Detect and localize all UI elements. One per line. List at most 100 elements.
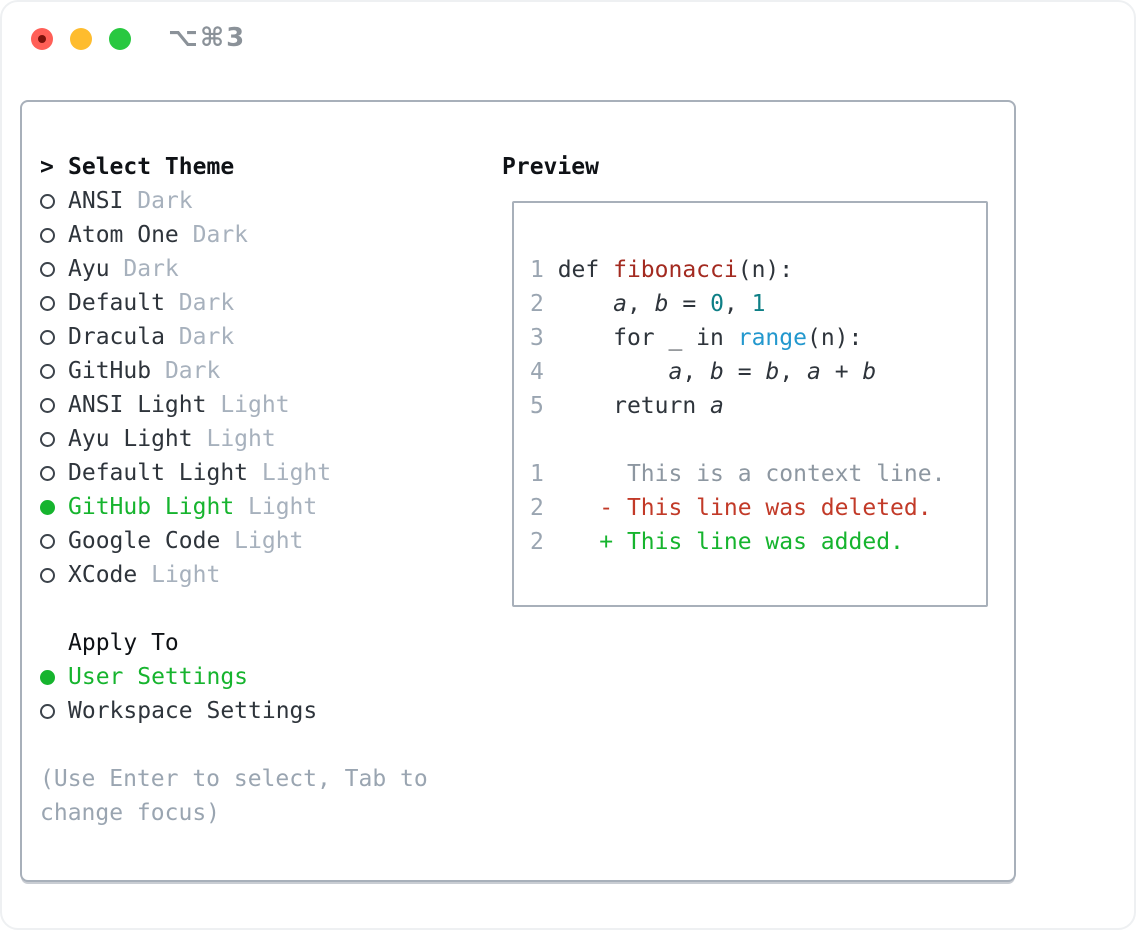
radio-icon [40,227,55,243]
theme-option-google-code[interactable]: Google Code Light [40,524,500,558]
blank-line [530,423,986,457]
theme-option-ansi-light[interactable]: ANSI Light Light [40,388,500,422]
theme-variant-tag: Dark [137,188,193,214]
theme-variant-tag: Light [206,426,276,452]
option-label: Default [68,290,179,316]
apply-to-header: Apply To [40,626,500,660]
theme-option-ansi[interactable]: ANSI Dark [40,184,500,218]
radio-icon [40,193,55,209]
minimize-button[interactable] [70,28,92,50]
option-label: Ayu Light [68,426,207,452]
token-ctx: This is a context line. [626,461,946,487]
close-button[interactable] [31,28,53,50]
theme-option-atom-one[interactable]: Atom One Dark [40,218,500,252]
radio-icon [40,363,55,379]
theme-variant-tag: Dark [123,256,179,282]
token-tx: , [779,359,808,385]
token-tx: = [723,359,766,385]
theme-option-default-light[interactable]: Default Light Light [40,456,500,490]
token-fn: fibonacci [613,257,738,283]
theme-option-ayu-light[interactable]: Ayu Light Light [40,422,500,456]
code-line: 4 a, b = b, a + b [530,355,986,389]
window-title: ⌥⌘3 [168,23,247,53]
option-label: ANSI [68,188,138,214]
token-tx: def [557,257,614,283]
token-tx: + [820,359,863,385]
theme-option-xcode[interactable]: XCode Light [40,558,500,592]
radio-selected-icon [40,499,55,515]
radio-icon [40,295,55,311]
token-tx [558,291,613,317]
radio-icon [40,533,55,549]
token-tx [544,529,599,555]
token-var: b [710,359,724,385]
diff-added-line: 2 + This line was added. [530,525,986,559]
token-tx [544,495,599,521]
theme-option-github[interactable]: GitHub Dark [40,354,500,388]
token-ln: 1 [530,257,558,283]
token-tx: return [557,393,711,419]
option-label: Dracula [68,324,179,350]
token-ln: 4 [530,359,558,385]
diff-deleted-line: 2 - This line was deleted. [530,491,986,525]
option-label: Workspace Settings [68,698,318,724]
theme-variant-tag: Dark [192,222,249,248]
code-line: 3 for _ in range(n): [530,321,986,355]
radio-selected-icon [40,669,55,685]
theme-option-default[interactable]: Default Dark [40,286,500,320]
theme-list-title: Select Theme [68,154,235,180]
apply-option-workspace-settings[interactable]: Workspace Settings [40,694,500,728]
theme-variant-tag: Light [151,562,221,588]
token-tx: (n): [806,325,863,351]
theme-option-dracula[interactable]: Dracula Dark [40,320,500,354]
token-tx: , [626,291,655,317]
token-tx: , [682,359,711,385]
option-label: GitHub Light [68,494,249,520]
token-var: a [710,393,724,419]
theme-option-ayu[interactable]: Ayu Dark [40,252,500,286]
token-add: + This line was added. [599,529,904,555]
token-tx: for _ in [557,325,738,351]
option-label: Atom One [68,222,193,248]
code-line: 2 a, b = 0, 1 [530,287,986,321]
token-ctx [544,461,627,487]
theme-variant-tag: Dark [178,290,235,316]
token-var: a [613,291,627,317]
radio-icon [40,397,55,413]
zoom-button[interactable] [109,28,131,50]
radio-icon [40,329,55,345]
theme-option-github-light[interactable]: GitHub Light Light [40,490,500,524]
help-text: (Use Enter to select, Tab to change focu… [40,766,428,826]
apply-to-title: Apply To [68,630,179,656]
token-num: 1 [751,291,766,317]
token-ln: 1 [530,461,544,487]
option-label: Ayu [68,256,124,282]
option-label: User Settings [68,664,249,690]
selection-caret-icon: > [40,154,54,180]
token-ln: 2 [530,529,544,555]
code-line: 5 return a [530,389,986,423]
radio-icon [40,567,55,583]
token-ln: 2 [530,495,544,521]
theme-variant-tag: Light [220,392,290,418]
apply-option-user-settings[interactable]: User Settings [40,660,500,694]
theme-variant-tag: Light [248,494,318,520]
theme-variant-tag: Light [261,460,332,486]
token-var: b [654,291,669,317]
code-line: 1 def fibonacci(n): [530,253,986,287]
token-tx: = [668,291,711,317]
radio-icon [40,431,55,447]
token-ln: 2 [530,291,558,317]
diff-context-line: 1 This is a context line. [530,457,986,491]
radio-icon [40,703,55,719]
token-var: b [862,359,877,385]
token-tx: , [723,291,752,317]
theme-list-header: > Select Theme [40,150,500,184]
token-ln: 5 [530,393,558,419]
